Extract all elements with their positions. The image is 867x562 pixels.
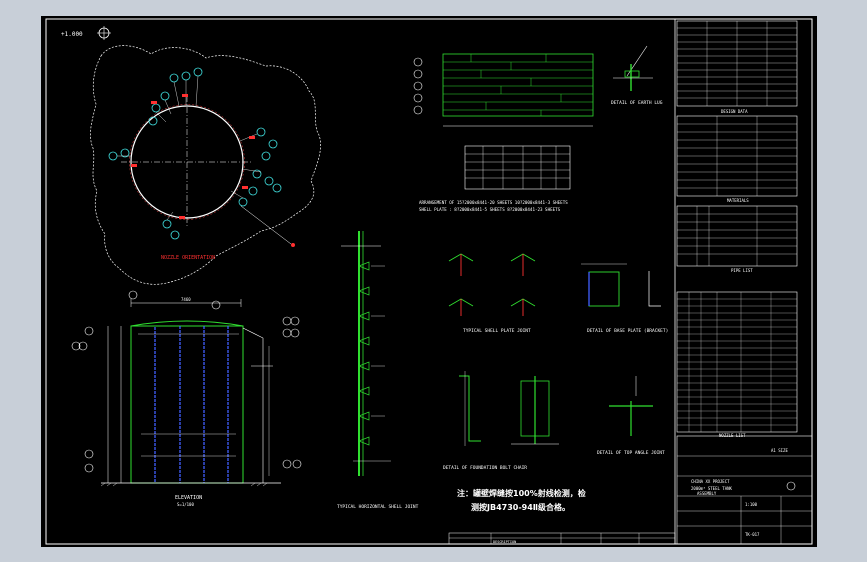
- project-name: CHINA XX PROJECT: [691, 479, 730, 484]
- design-data-table: DESIGN DATA: [676, 20, 798, 114]
- elevation-view: 7460: [71, 290, 302, 507]
- top-angle-detail: DETAIL OF TOP ANGLE JOINT: [597, 376, 665, 456]
- elevation-title: ELEVATION: [175, 495, 202, 501]
- elevation-scale: S=1/100: [177, 502, 194, 507]
- drawing-subtitle: ASSEMBLY: [697, 491, 717, 496]
- shell-plate-joint-detail: [448, 253, 536, 316]
- note-line-2: 测按JB4730-94Ⅱ级合格。: [471, 502, 570, 512]
- title-block: A1 SIZE CHINA XX PROJECT 2000m³ STEEL TA…: [676, 435, 813, 545]
- sheet-border: [45, 18, 813, 545]
- materials-table: MATERIALS: [676, 115, 798, 203]
- drawing-title: 2000m³ STEEL TANK: [691, 486, 733, 491]
- sheet-size: A1 SIZE: [771, 448, 788, 453]
- foundation-bolt-detail: DETAIL OF FOUNDATION BOLT CHAIR: [443, 371, 559, 471]
- shell-arrangement: ARRANGEMENT OF 15?2000x8441-20 SHEETS 10…: [413, 53, 594, 212]
- plan-view-title: NOZZLE ORIENTATION: [161, 255, 215, 261]
- arrangement-caption-1: ARRANGEMENT OF 15?2000x8441-20 SHEETS 10…: [419, 200, 568, 205]
- top-angle-title: DETAIL OF TOP ANGLE JOINT: [597, 450, 665, 456]
- shell-joint-title: TYPICAL HORIZONTAL SHELL JOINT: [337, 504, 419, 510]
- plan-view: +1.000 NOZZLE ORIENT: [61, 26, 321, 285]
- base-plate-detail: DETAIL OF BASE PLATE (BRACKET): [581, 263, 668, 334]
- company-logo-icon: [786, 481, 796, 491]
- note-line-1: 注：罐壁焊缝按100%射线检测，检: [457, 488, 586, 498]
- svg-text:7460: 7460: [181, 297, 191, 302]
- nozzle-list-table: NOZZLE LIST: [676, 291, 798, 438]
- note-block: 注：罐壁焊缝按100%射线检测，检 测按JB4730-94Ⅱ级合格。: [457, 488, 586, 512]
- pipe-list-heading: PIPE LIST: [731, 268, 753, 273]
- shell-joint-detail: TYPICAL HORIZONTAL SHELL JOINT: [337, 231, 419, 510]
- nozzle-list-heading: NOZZLE LIST: [719, 433, 746, 438]
- revision-strip: DESCRIPTION: [448, 532, 676, 545]
- materials-heading: MATERIALS: [727, 198, 749, 203]
- shell-plate-joint-title: TYPICAL SHELL PLATE JOINT: [463, 328, 531, 334]
- drawing-number: TK-017: [745, 532, 760, 537]
- pipe-list-table: PIPE LIST: [676, 205, 798, 273]
- svg-text:+1.000: +1.000: [61, 31, 83, 38]
- earth-lug-detail: DETAIL OF EARTH LUG: [611, 45, 663, 106]
- north-arrow-icon: +1.000: [61, 26, 111, 40]
- design-data-heading: DESIGN DATA: [721, 109, 748, 114]
- earth-lug-title: DETAIL OF EARTH LUG: [611, 100, 663, 106]
- base-plate-title: DETAIL OF BASE PLATE (BRACKET): [587, 328, 668, 334]
- arrangement-caption-2: SHELL PLATE : 8?2000x8441-5 SHEETS 8?200…: [419, 207, 561, 212]
- drawing-scale: 1:100: [745, 502, 758, 507]
- foundation-bolt-title: DETAIL OF FOUNDATION BOLT CHAIR: [443, 465, 527, 471]
- cad-sheet: +1.000 NOZZLE ORIENT: [41, 16, 817, 547]
- revision-description-header: DESCRIPTION: [493, 540, 516, 544]
